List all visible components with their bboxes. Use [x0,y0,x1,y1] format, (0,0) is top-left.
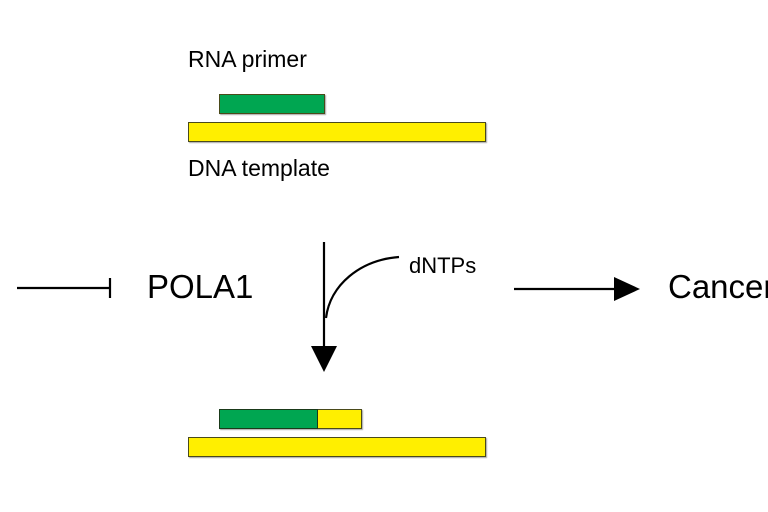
inhibition-arrow [17,278,112,298]
dntps-label: dNTPs [409,253,477,278]
pola1-label: POLA1 [147,268,254,305]
rna-primer-segment [218,408,318,429]
dntps-input-curve [324,255,400,319]
dna-template-label: DNA template [188,155,330,181]
rna-primer-label: RNA primer [188,46,307,72]
cancer-label: Cancer [668,268,768,305]
extended-primer-strand [218,408,362,429]
rna-primer-strand [219,94,325,114]
activation-arrow [514,277,640,301]
reaction-arrow [311,242,337,372]
dna-template-strand [188,122,486,142]
dna-template-strand-product [188,437,486,457]
